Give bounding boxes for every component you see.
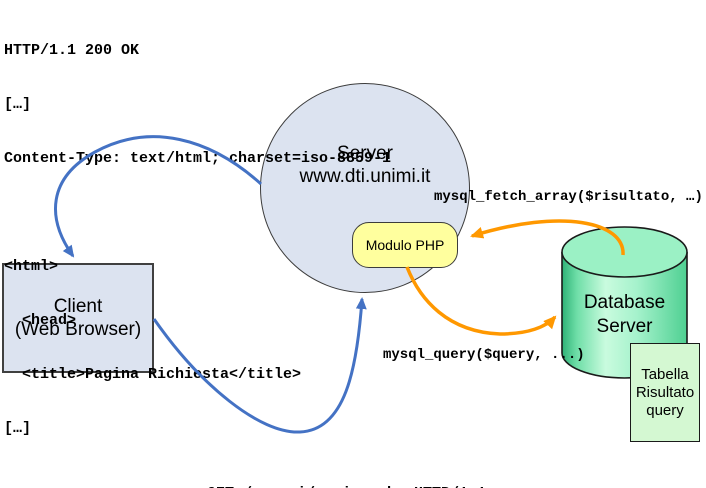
result-table-line: Tabella — [641, 365, 689, 383]
database-name: Database — [583, 292, 666, 313]
result-table-line: Risultato — [635, 383, 695, 401]
code-line: […] — [4, 420, 32, 437]
server-label: Server www.dti.unimi.it — [260, 142, 470, 188]
fetch-arrow — [470, 219, 625, 256]
client-node: Client (Web Browser) — [2, 263, 154, 373]
database-label: Database Server — [562, 291, 687, 339]
request-arrow — [152, 297, 367, 434]
response-arrow — [54, 135, 263, 258]
result-table-line: query — [646, 401, 684, 419]
server-name: Server — [337, 143, 393, 164]
http-response-code: HTTP/1.1 200 OK […] Content-Type: text/h… — [4, 6, 391, 474]
result-table-node: Tabella Risultato query — [630, 343, 700, 442]
http-request-code: GET /~sassi/pagina.php HTTP/1.1 Host: ww… — [207, 449, 486, 488]
code-line: <head> — [4, 312, 77, 329]
client-name: Client — [53, 296, 103, 317]
fetch-call-label: mysql_fetch_array($risultato, …) — [434, 189, 703, 205]
server-host: www.dti.unimi.it — [299, 166, 431, 187]
client-sub: (Web Browser) — [14, 319, 142, 340]
code-line: <title>Pagina Richiesta</title> — [4, 366, 302, 383]
code-line: Content-Type: text/html; charset=iso-885… — [4, 150, 392, 167]
php-module-label: Modulo PHP — [365, 237, 445, 253]
code-line: <html> — [4, 258, 59, 275]
query-call-label: mysql_query($query, ...) — [383, 347, 585, 363]
code-line: GET /~sassi/pagina.php HTTP/1.1 — [207, 485, 486, 488]
query-arrow — [405, 266, 557, 336]
code-line: […] — [4, 96, 32, 113]
php-module-node: Modulo PHP — [352, 222, 458, 268]
database-sub: Server — [596, 316, 653, 337]
code-line: HTTP/1.1 200 OK — [4, 42, 140, 59]
